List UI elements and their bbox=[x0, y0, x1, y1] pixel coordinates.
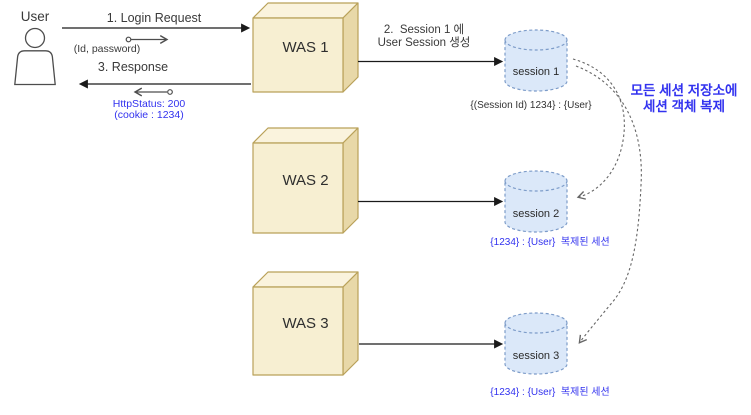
session1-caption: {(Session Id) 1234} : {User} bbox=[470, 100, 592, 111]
create-session-label-line1: 2. Session 1 에 bbox=[383, 24, 465, 36]
replicate-session1-to-session2-arrow bbox=[572, 58, 625, 200]
was3-cube bbox=[252, 271, 359, 376]
user-label: User bbox=[20, 9, 50, 24]
response-cookie-label: (cookie : 1234) bbox=[114, 109, 184, 121]
session3-label: session 3 bbox=[512, 350, 560, 362]
was2-cube bbox=[252, 127, 359, 234]
was2-label: WAS 2 bbox=[282, 172, 329, 189]
user-icon bbox=[14, 27, 56, 86]
response-status-label: HttpStatus: 200 bbox=[112, 98, 186, 110]
session2-cylinder bbox=[504, 170, 568, 233]
response-label: 3. Response bbox=[97, 60, 169, 74]
was1-cube bbox=[252, 2, 359, 93]
login-detail-arrow bbox=[125, 35, 169, 44]
replicate-note-line1: 모든 세션 저장소에 bbox=[630, 83, 738, 98]
login-detail-label: (Id, password) bbox=[73, 43, 141, 55]
user-icon-body bbox=[14, 50, 56, 86]
session2-caption: {1234} : {User} 복제된 세션 bbox=[490, 237, 610, 248]
session3-cylinder bbox=[504, 312, 568, 375]
session1-cylinder bbox=[504, 29, 568, 92]
was3-label: WAS 3 bbox=[282, 315, 329, 332]
replicate-session1-to-session3-arrow bbox=[575, 65, 642, 344]
session3-caption: {1234} : {User} 복제된 세션 bbox=[490, 387, 610, 398]
session2-label: session 2 bbox=[512, 208, 560, 220]
login-request-label: 1. Login Request bbox=[106, 11, 202, 25]
session1-label: session 1 bbox=[512, 66, 560, 78]
create-session-label-line2: User Session 생성 bbox=[377, 37, 471, 49]
was1-label: WAS 1 bbox=[282, 39, 329, 56]
user-icon-head bbox=[24, 27, 46, 49]
response-detail-arrow bbox=[133, 87, 173, 97]
replicate-note-line2: 세션 객체 복제 bbox=[642, 99, 726, 114]
